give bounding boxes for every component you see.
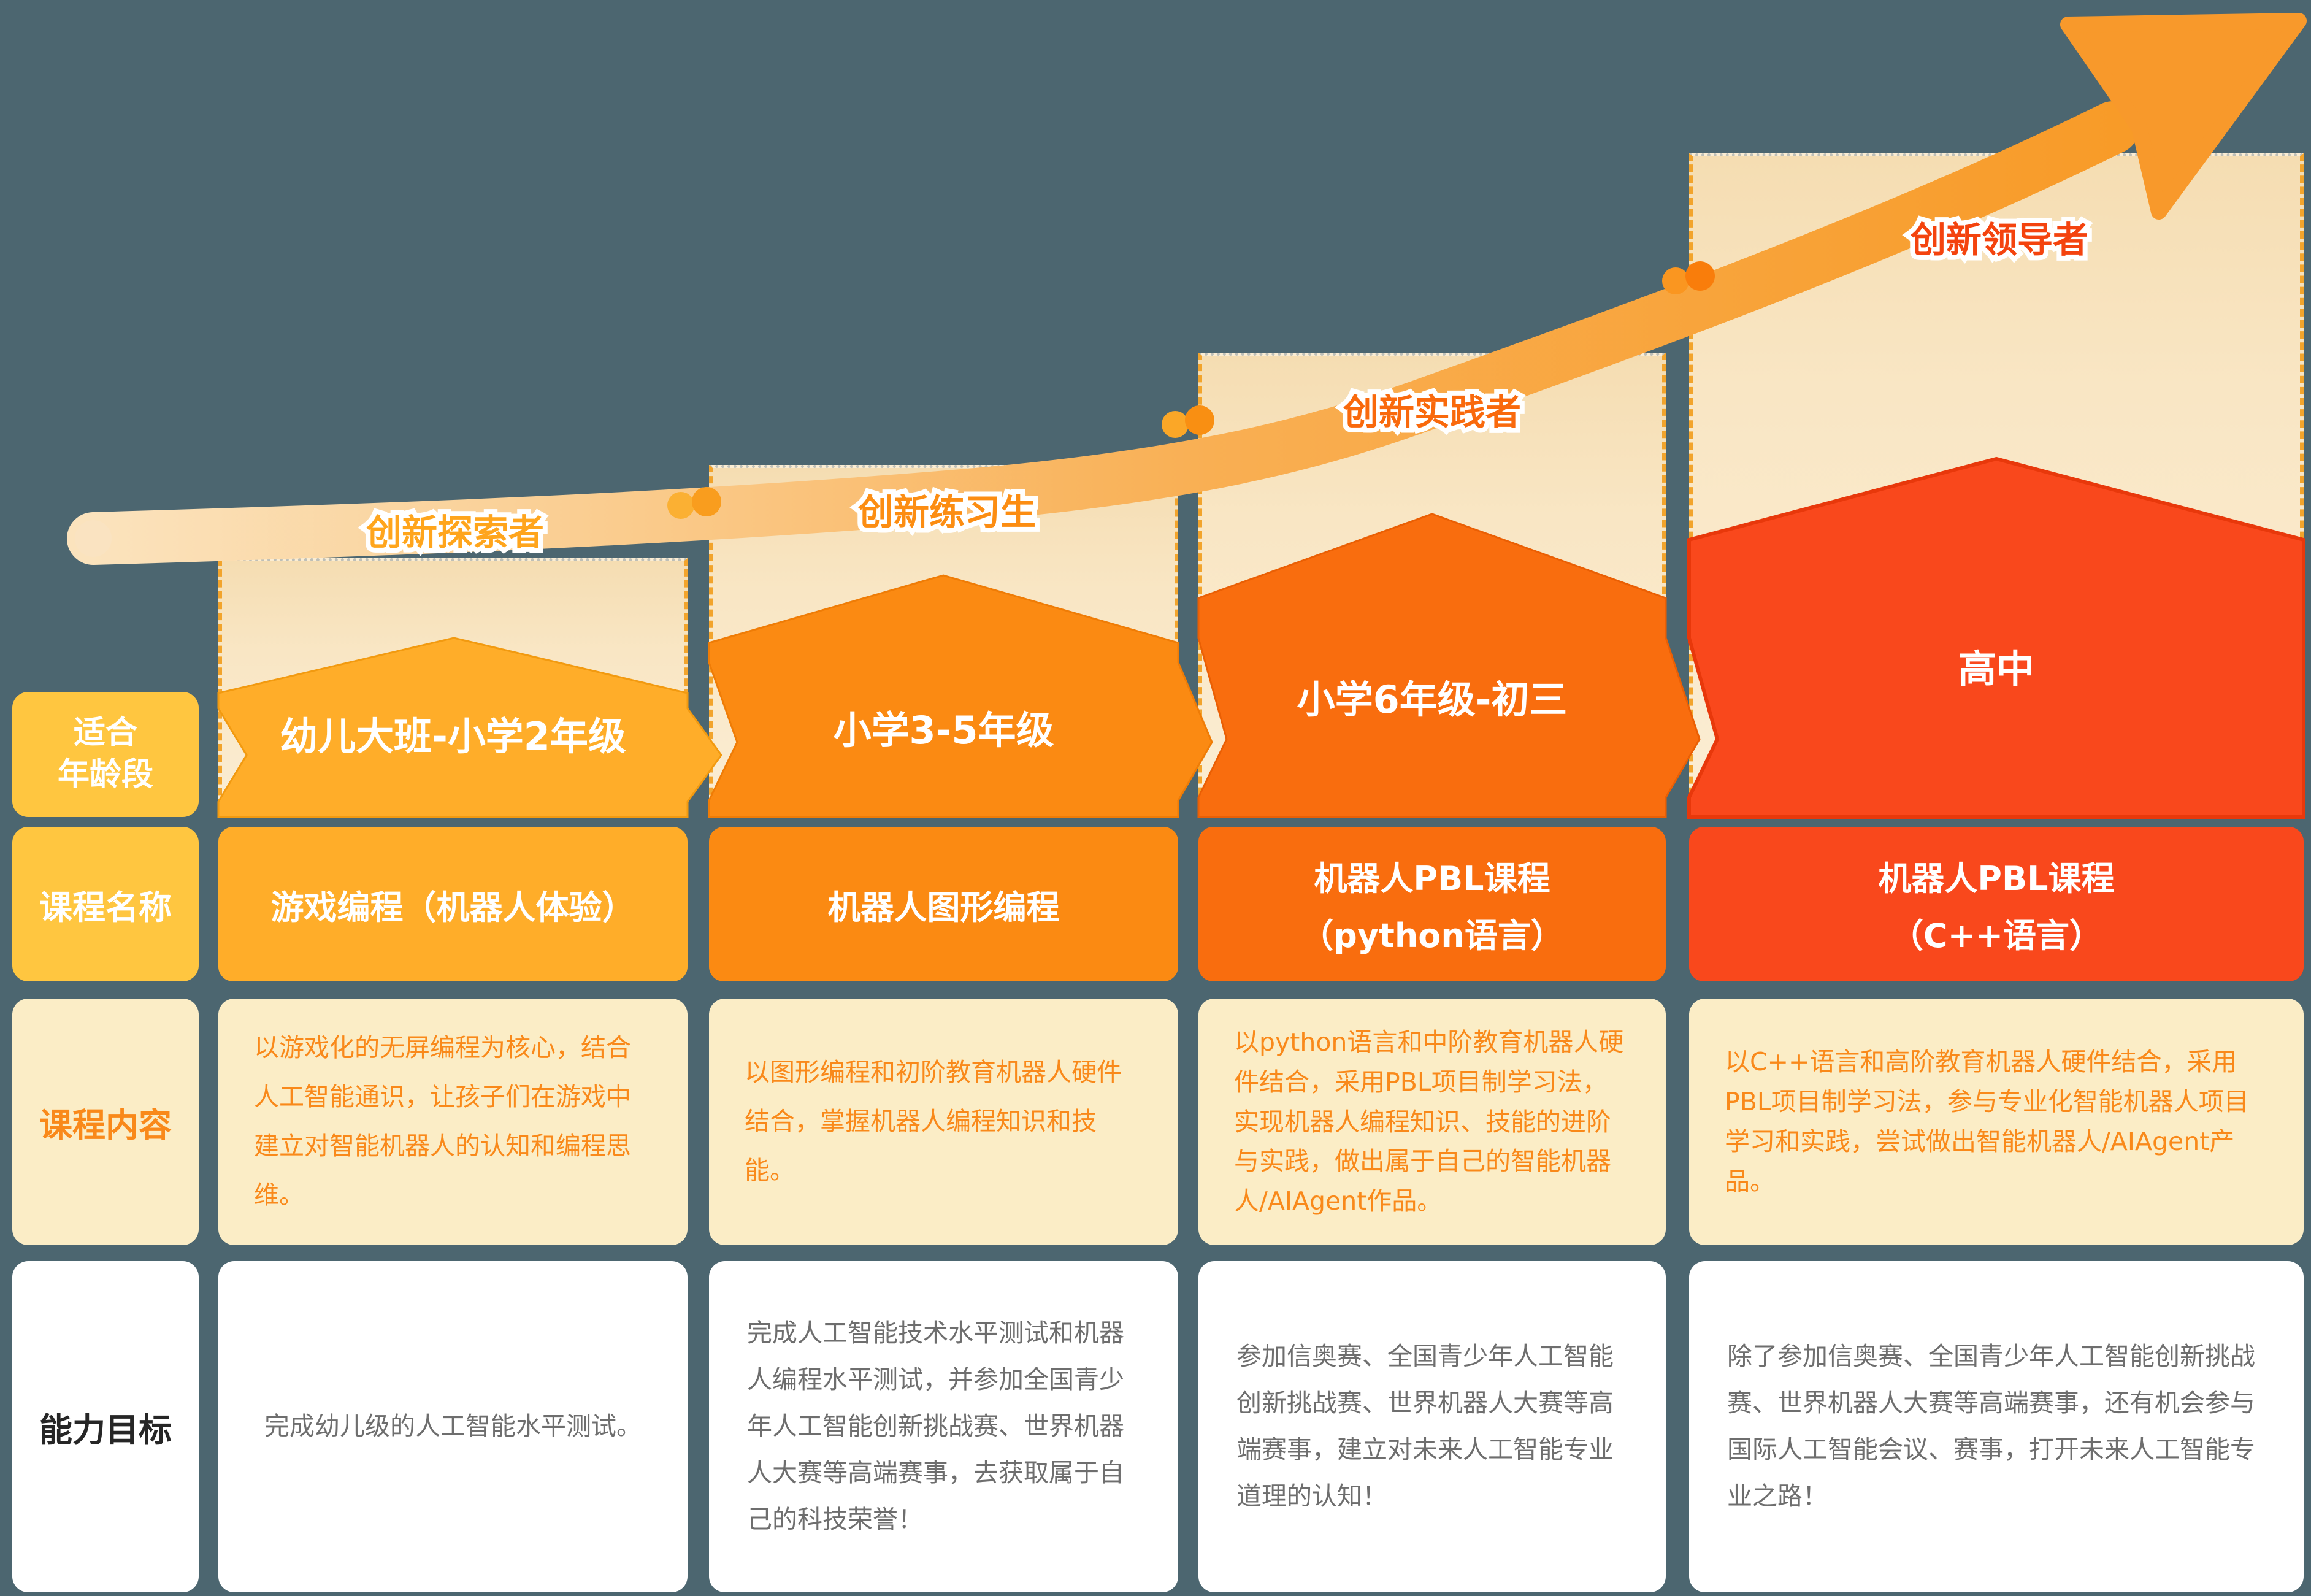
age-range-2: 小学3-5年级	[833, 708, 1054, 753]
ability-goal-4: 除了参加信奥赛、全国青少年人工智能创新挑战赛、世界机器人大赛等高端赛事，还有机会…	[1689, 1261, 2304, 1592]
stage-label-outline: 创新实践者	[1338, 386, 1526, 438]
arrow-band	[67, 101, 2139, 565]
stage-label-practitioner: 创新实践者 创新实践者	[1338, 383, 1526, 438]
progress-dot-icon	[1162, 411, 1189, 438]
row-label-course-content: 课程内容	[12, 999, 199, 1245]
course-content-2: 以图形编程和初阶教育机器人硬件结合，掌握机器人编程知识和技能。	[709, 999, 1178, 1245]
age-banner-shape-2	[708, 574, 1213, 818]
progress-dot-icon	[1662, 267, 1689, 294]
row-label-course-name: 课程名称	[12, 827, 199, 981]
stage-label-leader: 创新领导者 创新领导者	[1906, 211, 2093, 266]
age-range-3: 小学6年级-初三	[1297, 677, 1568, 722]
start-dot-icon	[75, 520, 112, 557]
stage-label-explorer: 创新探索者 创新探索者	[361, 504, 549, 558]
progress-dot-icon	[1185, 405, 1214, 435]
course-content-3: 以python语言和中阶教育机器人硬件结合，采用PBL项目制学习法，实现机器人编…	[1198, 999, 1666, 1245]
row-label-age: 适合 年龄段	[12, 692, 220, 817]
ability-goal-1: 完成幼儿级的人工智能水平测试。	[218, 1261, 688, 1592]
ability-goal-3: 参加信奥赛、全国青少年人工智能创新挑战赛、世界机器人大赛等高端赛事，建立对未来人…	[1198, 1261, 1666, 1592]
stage-label-outline: 创新探索者	[361, 507, 549, 558]
course-name-3: 机器人PBL课程 （python语言）	[1198, 827, 1666, 981]
course-name-4: 机器人PBL课程 （C++语言）	[1689, 827, 2304, 981]
row-label-ability-goal: 能力目标	[12, 1261, 199, 1592]
age-banner-shape-3	[1197, 513, 1701, 818]
row-label-age-line1: 适合	[73, 715, 137, 752]
progress-dot-icon	[692, 487, 721, 516]
stage-label-trainee: 创新练习生 创新练习生	[853, 483, 1041, 538]
ability-goal-2: 完成人工智能技术水平测试和机器人编程水平测试，并参加全国青少年人工智能创新挑战赛…	[709, 1261, 1178, 1592]
stage-label-outline: 创新练习生	[853, 486, 1041, 538]
progress-dot-icon	[667, 492, 694, 519]
age-banner-shape-4	[1687, 456, 2305, 819]
course-content-1: 以游戏化的无屏编程为核心，结合人工智能通识，让孩子们在游戏中建立对智能机器人的认…	[218, 999, 688, 1245]
arrow-head-icon	[2060, 13, 2307, 220]
stage-label-outline: 创新领导者	[1906, 214, 2093, 266]
course-name-2: 机器人图形编程	[709, 827, 1178, 981]
row-label-age-line2: 年龄段	[57, 756, 153, 793]
progress-dot-icon	[1685, 261, 1715, 291]
course-name-1: 游戏编程（机器人体验）	[218, 827, 688, 981]
course-content-4: 以C++语言和高阶教育机器人硬件结合，采用PBL项目制学习法，参与专业化智能机器…	[1689, 999, 2304, 1245]
age-range-1: 幼儿大班-小学2年级	[280, 714, 626, 759]
age-banner-shape-1	[217, 637, 722, 818]
age-range-4: 高中	[1958, 646, 2034, 691]
